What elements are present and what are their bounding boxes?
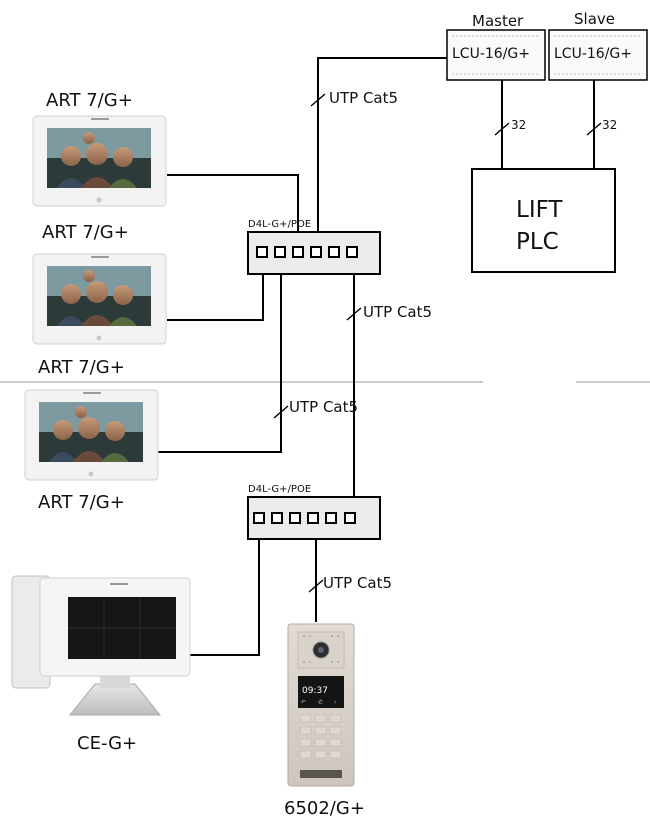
lcu-slave-title: Slave bbox=[574, 10, 615, 28]
monitor-4-label: ART 7/G+ bbox=[38, 492, 125, 513]
lcu-slave-unit: LCU-16/G+ bbox=[554, 46, 632, 62]
cable-monitor-1 bbox=[167, 174, 299, 250]
concierge-unit bbox=[11, 575, 191, 716]
monitor-3-label: ART 7/G+ bbox=[38, 357, 125, 378]
monitor-2 bbox=[32, 253, 167, 345]
cable-label-monitor-3: UTP Cat5 bbox=[289, 398, 358, 416]
concierge-label: CE-G+ bbox=[77, 733, 137, 754]
lcu-master bbox=[446, 29, 546, 81]
lcu-master-title: Master bbox=[472, 12, 524, 30]
cable-wiring bbox=[158, 57, 595, 656]
panel-label: 6502/G+ bbox=[284, 798, 365, 819]
cable-label-panel: UTP Cat5 bbox=[323, 574, 392, 592]
family-photo bbox=[57, 270, 137, 326]
lcu-slave bbox=[548, 29, 648, 81]
family-photo bbox=[57, 132, 137, 188]
switch-ports bbox=[256, 246, 358, 258]
monitor-3 bbox=[24, 389, 159, 481]
cable-label-switch: UTP Cat5 bbox=[363, 303, 432, 321]
bus-label-master: 32 bbox=[511, 118, 526, 132]
lift-plc-line1: LIFT bbox=[516, 197, 563, 223]
svg-text:✆: ✆ bbox=[318, 699, 323, 706]
lcu-master-unit: LCU-16/G+ bbox=[452, 46, 530, 62]
monitor-1 bbox=[32, 115, 167, 207]
lift-plc-line2: PLC bbox=[516, 229, 559, 255]
svg-text:↶: ↶ bbox=[301, 699, 306, 706]
cable-monitor-3 bbox=[158, 252, 282, 453]
switch-lower bbox=[247, 496, 381, 540]
switch-lower-label: D4L-G+/POE bbox=[248, 484, 311, 495]
family-photo bbox=[49, 406, 129, 462]
monitor-2-label: ART 7/G+ bbox=[42, 222, 129, 243]
cable-concierge bbox=[190, 514, 260, 656]
switch-upper bbox=[247, 231, 381, 275]
monitor-1-label: ART 7/G+ bbox=[46, 90, 133, 111]
panel-display bbox=[298, 676, 344, 708]
bus-label-slave: 32 bbox=[602, 118, 617, 132]
cable-ticks bbox=[273, 93, 602, 593]
switch-upper-label: D4L-G+/POE bbox=[248, 219, 311, 230]
panel-time: 09:37 bbox=[302, 686, 328, 696]
lift-plc-box bbox=[471, 168, 616, 273]
door-panel: 09:37 ↶ ✆ › bbox=[287, 623, 355, 787]
cable-label-lcu: UTP Cat5 bbox=[329, 89, 398, 107]
cable-lcu-switch bbox=[317, 57, 447, 250]
svg-text:›: › bbox=[334, 699, 336, 706]
keypad bbox=[299, 714, 342, 759]
switch-ports bbox=[253, 512, 356, 524]
